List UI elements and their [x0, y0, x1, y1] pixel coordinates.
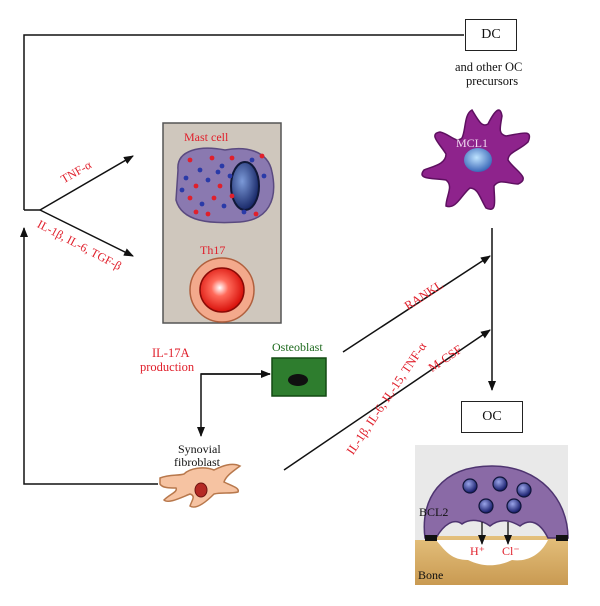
granule	[253, 211, 259, 217]
granule	[209, 155, 215, 161]
granule	[211, 195, 217, 201]
osteoclast-nucleus	[478, 498, 494, 514]
synovial-label-line2: fibroblast	[174, 455, 220, 469]
granule	[183, 175, 189, 181]
synovial-label-line1: Synovial	[178, 442, 221, 456]
granule	[179, 187, 185, 193]
il17a-arrows	[197, 370, 271, 437]
osteoclast-nucleus	[462, 478, 478, 494]
osteoblast-label: Osteoblast	[272, 340, 323, 354]
mast-cell-granules	[179, 153, 267, 217]
granule	[259, 153, 265, 159]
granule	[241, 209, 247, 215]
granule	[193, 183, 199, 189]
granule	[205, 211, 211, 217]
osteoblast-cell	[271, 357, 327, 397]
granule	[215, 169, 221, 175]
osteoclast-nucleus	[492, 476, 508, 492]
granule	[193, 209, 199, 215]
granule	[205, 177, 211, 183]
ion-arrows	[478, 522, 512, 545]
mcl1-label: MCL1	[456, 136, 489, 150]
feedback-loop-top	[23, 34, 464, 210]
rankl-arrow	[342, 255, 491, 353]
branch-arrows	[24, 155, 134, 257]
dc-caption-line1: and other OC	[455, 60, 523, 74]
granule	[187, 195, 193, 201]
granule	[219, 163, 225, 169]
mast-cell-label: Mast cell	[184, 130, 229, 144]
il17a-label-line1: IL-17A	[152, 346, 190, 360]
dc-caption-line2: precursors	[466, 74, 519, 88]
granule	[229, 155, 235, 161]
bcl2-label: BCL2	[419, 505, 449, 519]
cl-ion-label: Cl⁻	[502, 544, 520, 558]
th17-cell	[189, 257, 255, 323]
th17-label: Th17	[200, 243, 226, 257]
h-ion-label: H⁺	[470, 544, 485, 558]
feedback-loop-bottom	[20, 227, 158, 485]
granule	[197, 167, 203, 173]
osteoclast-nuclei	[462, 476, 532, 514]
granule	[217, 183, 223, 189]
osteoclast-nucleus	[516, 482, 532, 498]
oc-box: OC	[461, 401, 523, 433]
synovial-fibroblast-cell	[159, 463, 242, 508]
granule	[227, 173, 233, 179]
osteoclast-nucleus	[506, 498, 522, 514]
granule	[221, 203, 227, 209]
osteoclast-cell	[423, 465, 569, 541]
bone-label: Bone	[418, 568, 444, 582]
granule	[187, 157, 193, 163]
granule	[199, 201, 205, 207]
dc-box: DC	[465, 19, 517, 51]
granule	[249, 157, 255, 163]
il17a-label-line2: production	[140, 360, 195, 374]
granule	[229, 193, 235, 199]
mcl1-cell	[421, 109, 531, 211]
cytokine-arrow	[283, 329, 491, 471]
granule	[261, 173, 267, 179]
